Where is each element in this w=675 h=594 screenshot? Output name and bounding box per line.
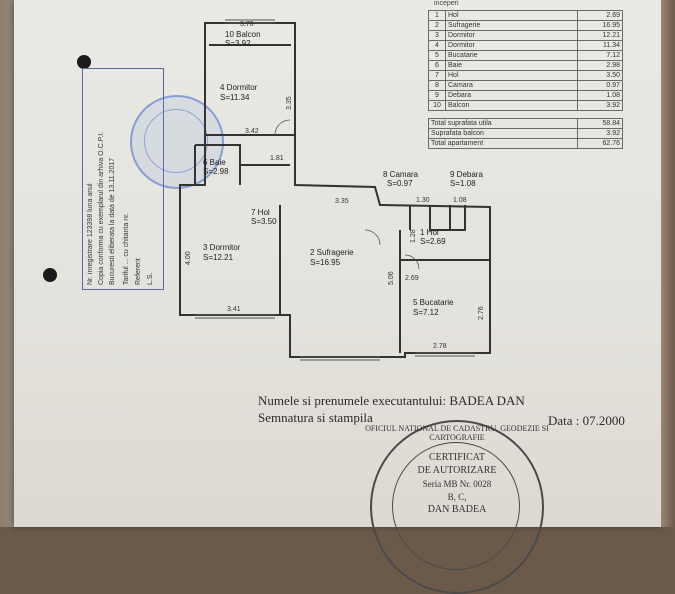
table-header: inceperi — [434, 0, 459, 7]
dim-335-vertical: 3.35 — [286, 96, 293, 110]
table-cell-value: 1.08 — [577, 90, 623, 101]
table-cell-value: 7.12 — [577, 50, 623, 61]
table-cell-value: 12.21 — [577, 30, 623, 41]
cert-ring-text: OFICIUL NATIONAL DE CADASTRU, GEODEZIE S… — [365, 424, 549, 442]
stamp-line-3: Bucuresti eliberata la data de 13.11.201… — [109, 157, 116, 285]
stamp-line-4: Tariful ... cu chitanta nr. — [123, 213, 130, 285]
dim-506: 5.06 — [388, 271, 395, 285]
dim-400: 4.00 — [185, 251, 192, 265]
floor-plan: 10 Balcon S=3.92 4 Dormitor S=11.34 6 Ba… — [179, 19, 491, 361]
room-baie-title: 6 Baie — [203, 158, 226, 167]
table-cell-value: 2.98 — [577, 60, 623, 71]
stamp-line-1: Nr. inregistrare 123398 luna anul — [87, 183, 94, 285]
cert-line-1: CERTIFICAT — [428, 452, 486, 463]
dim-top: 3.70 — [240, 21, 254, 28]
room-balcon-title: 10 Balcon — [225, 30, 261, 39]
totals-cell-value: 62.76 — [577, 138, 623, 149]
cert-line-2: DE AUTORIZARE — [417, 465, 497, 476]
table-cell-value: 3.50 — [577, 70, 623, 81]
signature-label: Semnatura si stampila — [258, 410, 373, 425]
room-debara-area: S=1.08 — [450, 179, 476, 188]
room-balcon-area: S=3.92 — [225, 39, 251, 48]
blue-round-seal — [130, 95, 224, 189]
table-cell-value: 11.34 — [577, 40, 623, 51]
dim-269: 2.69 — [405, 275, 419, 282]
room-hol1-area: S=2.69 — [420, 237, 446, 246]
room-debara-title: 9 Debara — [450, 170, 483, 179]
room-hol7-area: S=3.50 — [251, 217, 277, 226]
certificate-stamp: OFICIUL NATIONAL DE CADASTRU, GEODEZIE S… — [365, 420, 549, 594]
dim-335: 3.35 — [335, 198, 349, 205]
dim-181: 1.81 — [270, 155, 284, 162]
table-cell-value: 0.97 — [577, 80, 623, 91]
room-dormitor4-area: S=11.34 — [220, 93, 250, 102]
executant-name: Numele si prenumele executantului: BADEA… — [258, 393, 525, 408]
dim-341: 3.41 — [227, 306, 241, 313]
room-hol7-title: 7 Hol — [251, 208, 270, 217]
dim-278: 2.78 — [433, 343, 447, 350]
room-bucatarie-area: S=7.12 — [413, 308, 439, 317]
room-bucatarie-title: 5 Bucatarie — [413, 298, 454, 307]
room-dormitor3-title: 3 Dormitor — [203, 243, 241, 252]
room-baie-area: S=2.98 — [203, 167, 229, 176]
table-cell-value: 3.92 — [577, 100, 623, 111]
totals-cell-value: 3.92 — [577, 128, 623, 139]
totals-cell-value: 58.84 — [577, 118, 623, 129]
background-right-edge — [661, 0, 675, 527]
punch-hole-top — [77, 55, 91, 69]
cert-line-5: DAN BADEA — [427, 504, 487, 515]
room-hol1-title: 1 Hol — [420, 228, 439, 237]
stamp-line-5: Referent — [135, 258, 142, 285]
room-dormitor4-title: 4 Dormitor — [220, 83, 258, 92]
dim-130: 1.30 — [416, 197, 430, 204]
cert-line-3: Seria MB Nr. 0028 — [422, 479, 492, 489]
table-cell-value: 16.95 — [577, 20, 623, 31]
dim-108: 1.08 — [453, 197, 467, 204]
table-cell-value: 2.69 — [577, 10, 623, 21]
room-sufragerie-area: S=16.95 — [310, 258, 341, 267]
cert-line-4: B, C, — [447, 492, 467, 502]
room-camara-area: S=0.97 — [387, 179, 413, 188]
date-label: Data : 07.2000 — [548, 413, 625, 428]
stamp-line-6: L.S. — [147, 272, 154, 285]
room-sufragerie-title: 2 Sufragerie — [310, 248, 354, 257]
punch-hole-bottom — [43, 268, 57, 282]
room-dormitor3-area: S=12.21 — [203, 253, 234, 262]
stamp-line-2: Copia conforma cu exemplarul din arhiva … — [98, 131, 105, 285]
room-camara-title: 8 Camara — [383, 170, 419, 179]
dim-276: 2.76 — [478, 306, 485, 320]
dim-128: 1.28 — [410, 229, 417, 243]
dim-342: 3.42 — [245, 128, 259, 135]
